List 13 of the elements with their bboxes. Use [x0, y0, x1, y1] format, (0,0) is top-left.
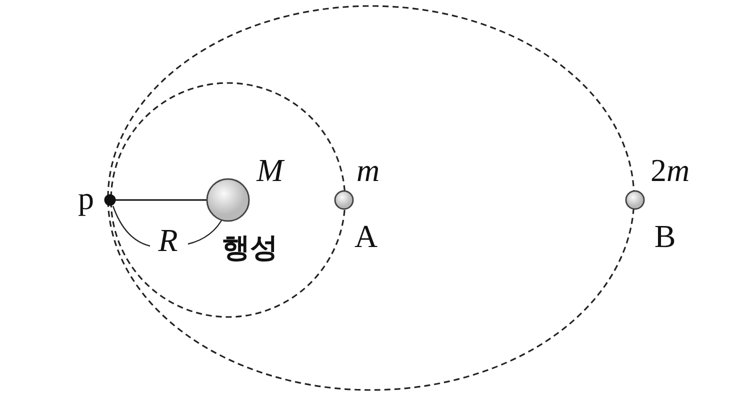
radius-line: [115, 199, 207, 201]
point-dot: [104, 194, 116, 206]
radius-label: R: [158, 224, 178, 256]
planet-label: 행성: [222, 234, 278, 262]
mass-label: M: [256, 154, 284, 186]
planet-circle: [206, 178, 250, 222]
mass-label: m: [356, 154, 380, 186]
satellite-circle: [334, 190, 354, 210]
point-label: A: [354, 220, 378, 252]
satellite-circle: [625, 190, 645, 210]
mass-label: 2m: [650, 154, 690, 186]
point-label: B: [654, 220, 676, 252]
point-label: p: [78, 182, 94, 214]
